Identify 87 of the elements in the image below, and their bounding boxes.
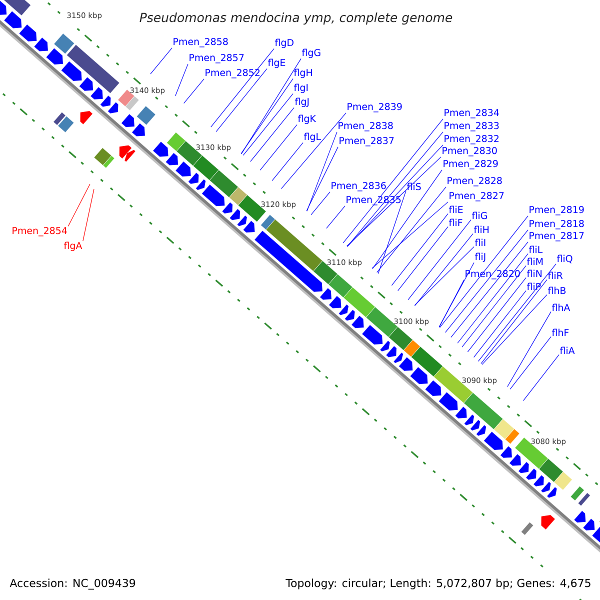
leader-line xyxy=(306,146,338,212)
leader-line xyxy=(474,290,526,358)
gene-label: Pmen_2828 xyxy=(448,176,502,186)
leader-line xyxy=(310,192,330,216)
leader-line xyxy=(150,48,172,74)
gene-label: fliL xyxy=(528,246,543,253)
gene-label: flgK xyxy=(298,114,316,124)
leader-line xyxy=(398,226,448,292)
gene-label: Pmen_2836 xyxy=(332,182,386,192)
leader-line xyxy=(272,142,304,181)
gene-label: Pmen_2832 xyxy=(444,134,499,144)
gene-label: Pmen_2833 xyxy=(444,122,499,132)
leader-line xyxy=(306,132,338,212)
leader-line xyxy=(438,280,464,328)
leader-line xyxy=(175,64,188,96)
leader-line xyxy=(450,242,528,338)
gene-label: Pmen_2830 xyxy=(442,146,497,156)
gene-label: Pmen_2838 xyxy=(338,122,393,132)
gene-label: fliA xyxy=(560,346,575,354)
gene-label: Pmen_2818 xyxy=(530,220,584,230)
leader-line xyxy=(376,186,446,273)
leader-line xyxy=(408,220,472,300)
leader-line xyxy=(241,58,302,154)
gene-label: Pmen_2834 xyxy=(444,108,499,118)
genome-info-text: Topology: circular; Length: 5,072,807 bp; Genes: 4,675 xyxy=(286,578,590,590)
gene-label: fliF xyxy=(448,218,462,226)
leader-line xyxy=(82,188,94,242)
leader-line xyxy=(250,107,294,162)
gene-label: flhF xyxy=(552,328,569,336)
leader-line xyxy=(342,118,444,244)
leader-line xyxy=(457,253,528,344)
gene-label: flgH xyxy=(294,68,312,78)
leader-line xyxy=(445,230,528,333)
gene-label: flgL xyxy=(304,132,321,142)
gene-label: Pmen_2854 xyxy=(12,226,67,236)
leader-line xyxy=(372,170,442,269)
gene-label: flhA xyxy=(552,304,570,311)
leader-line xyxy=(414,246,474,306)
gene-label: fliQ xyxy=(556,254,572,264)
leader-line xyxy=(281,112,346,190)
gene-label: flgD xyxy=(274,38,294,48)
gene-label: flgG xyxy=(302,48,320,58)
gene-label: Pmen_2857 xyxy=(190,54,244,64)
gene-label: fliE xyxy=(448,206,463,213)
gene-label: Pmen_2829 xyxy=(444,160,498,170)
gene-label: flgE xyxy=(268,58,286,68)
gene-label: fliH xyxy=(474,226,489,233)
leader-line xyxy=(467,277,526,352)
leader-line xyxy=(216,68,268,132)
leader-line xyxy=(68,184,90,227)
gene-label: fliJ xyxy=(474,252,486,262)
gene-label: Pmen_2827 xyxy=(450,192,504,202)
leader-line xyxy=(240,78,294,154)
leader-line xyxy=(210,48,274,128)
leader-line xyxy=(523,354,560,402)
leader-line xyxy=(462,265,526,348)
leader-line xyxy=(482,294,548,365)
gene-label: flgI xyxy=(294,84,308,93)
gene-label: Pmen_2819 xyxy=(530,206,584,216)
gene-label: flgJ xyxy=(294,98,309,107)
leader-line xyxy=(242,93,294,156)
gene-label: Pmen_2839 xyxy=(348,102,402,112)
leader-line xyxy=(326,206,346,229)
gene-label: fliG xyxy=(472,212,487,220)
leader-line xyxy=(507,311,552,388)
leader-line xyxy=(510,336,552,390)
accession-text: Accession: NC_009439 xyxy=(10,578,136,590)
gene-label: flhB xyxy=(548,286,566,294)
leader-line xyxy=(184,78,204,104)
gene-label: flgA xyxy=(64,242,82,251)
gene-label: Pmen_2817 xyxy=(530,232,584,242)
gene-label: Pmen_2858 xyxy=(174,38,228,48)
leader-line xyxy=(438,262,474,328)
leader-line xyxy=(480,279,548,364)
leader-line xyxy=(439,216,528,328)
leader-line xyxy=(391,213,448,286)
leader-line xyxy=(372,202,448,269)
gene-label: fliR xyxy=(548,272,563,279)
leader-line xyxy=(260,124,298,170)
leader-line xyxy=(478,264,556,362)
gene-label: fliI xyxy=(474,238,486,246)
leader-line xyxy=(378,190,406,274)
gene-label: fliN xyxy=(526,270,542,277)
title: Pseudomonas mendocina ymp, complete genome xyxy=(140,12,452,25)
gene-label: Pmen_2837 xyxy=(340,136,394,146)
leader-line xyxy=(414,233,474,306)
gene-label: fliM xyxy=(526,258,543,265)
